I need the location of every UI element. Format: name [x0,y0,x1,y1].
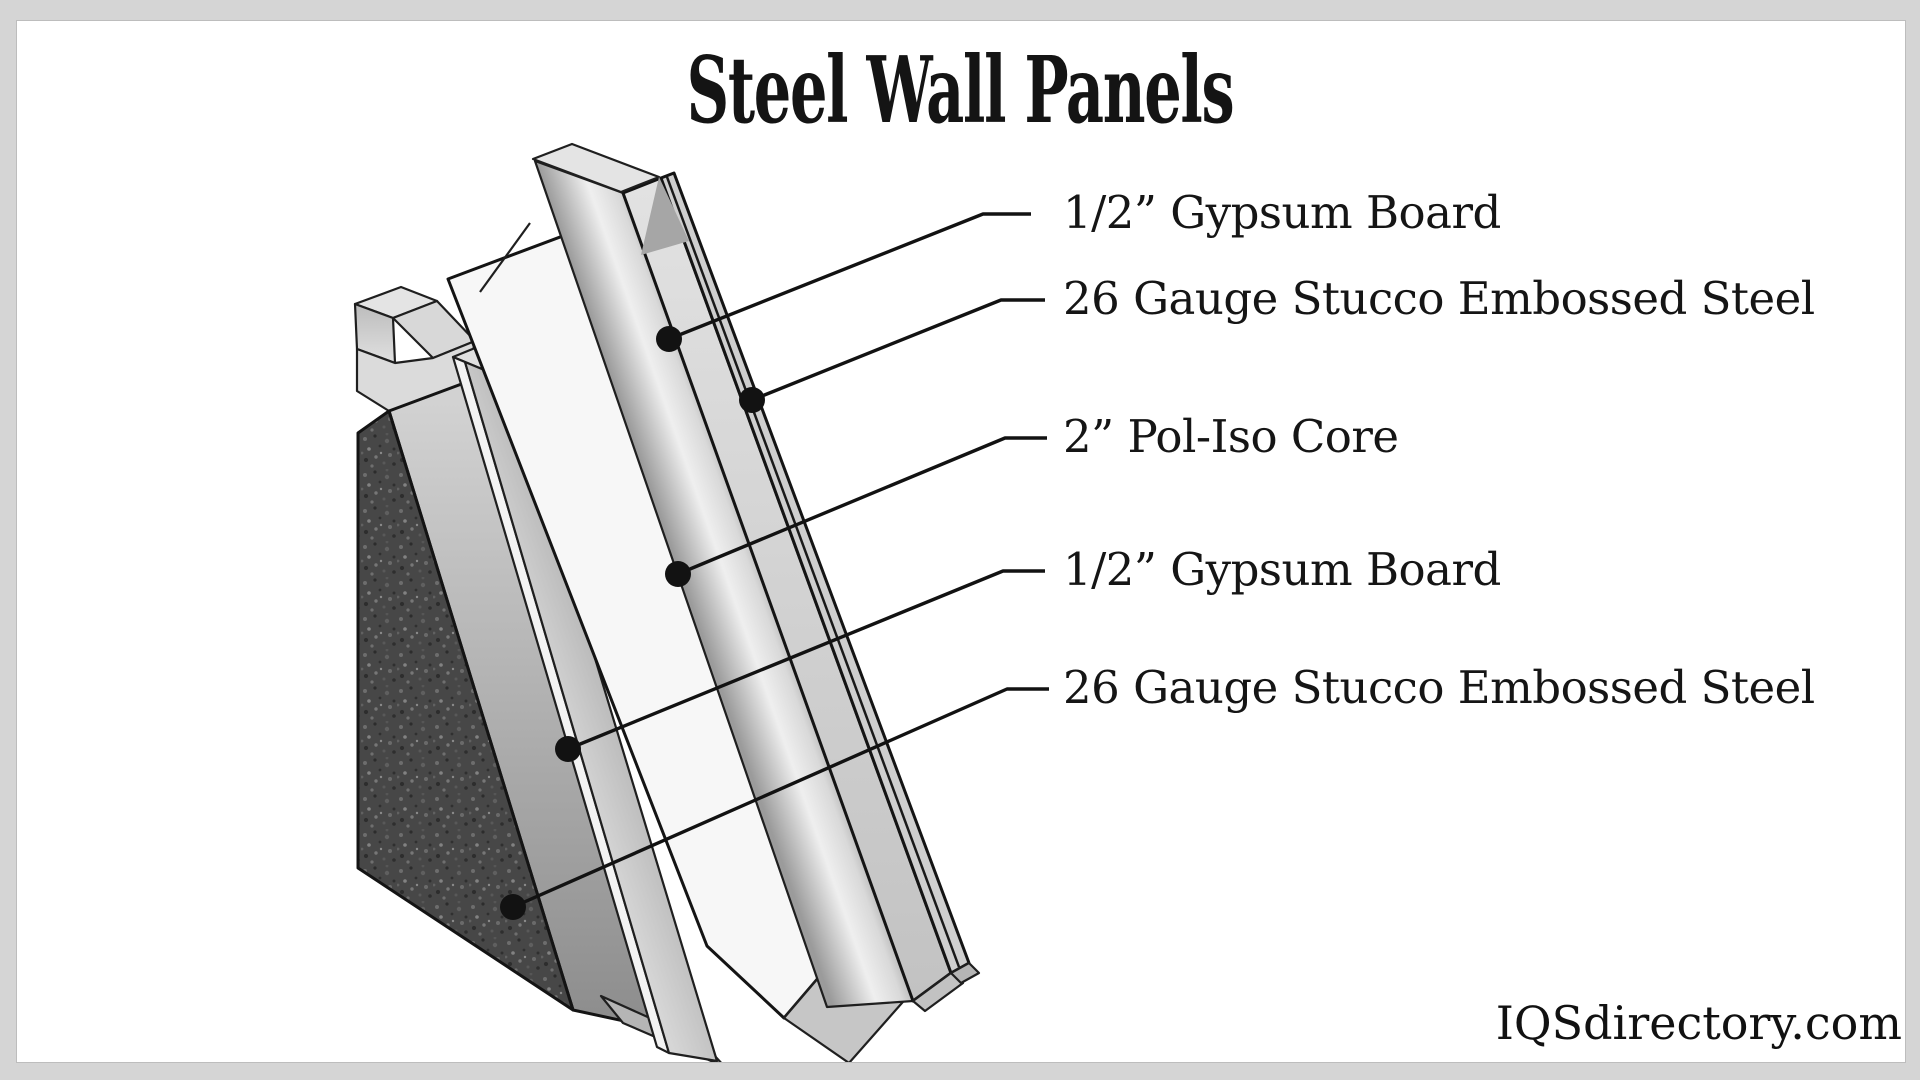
rib-back-step-face [641,177,689,255]
diagram-canvas [16,20,1906,1063]
watermark-text: IQSdirectory.com [1495,996,1902,1050]
steel-wall-panel-illustration [353,142,1049,1062]
callout-leader-line [668,212,1031,341]
callout-label: 26 Gauge Stucco Embossed Steel [1063,272,1815,325]
callout-leader-line [677,436,1047,576]
callout-layer [500,212,1049,920]
callout-dot [739,387,765,413]
page-title: Steel Wall Panels [686,36,1235,144]
front-steel-bottom-face [949,961,981,985]
callout-label: 2” Pol-Iso Core [1063,410,1399,463]
back-steel-stucco-embossed-face [356,409,575,1012]
callout-leader-line [751,298,1045,402]
front-steel-skin-inner-line [665,176,961,968]
callout-label: 1/2” Gypsum Board [1063,186,1501,239]
callout-label: 1/2” Gypsum Board [1063,543,1501,596]
callout-dot [665,561,691,587]
callout-leader-line [567,569,1045,751]
callout-dot [555,736,581,762]
callout-dot [656,326,682,352]
callout-dot [500,894,526,920]
callout-label: 26 Gauge Stucco Embossed Steel [1063,661,1815,714]
core-rib-fold-line [479,222,531,293]
callout-leader-line [512,687,1049,909]
